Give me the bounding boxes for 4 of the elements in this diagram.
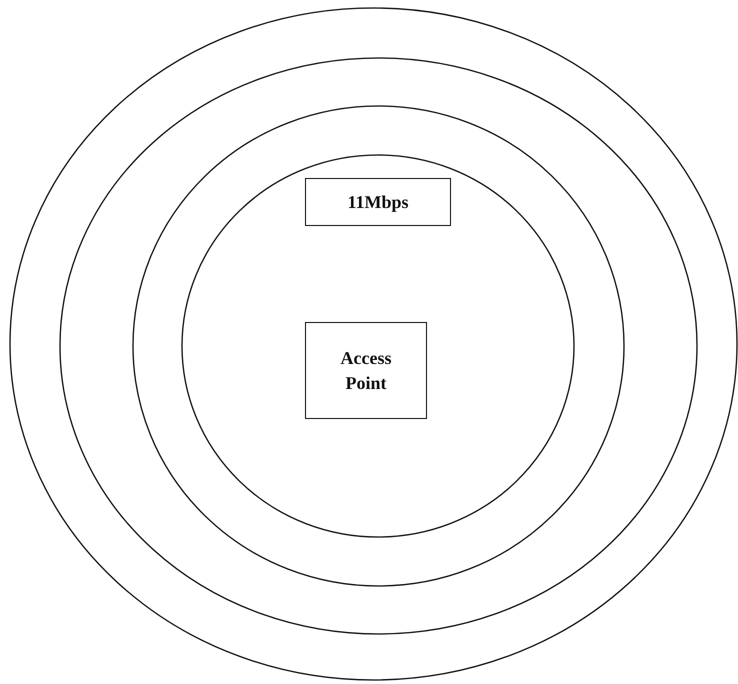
label-box [305, 322, 427, 419]
box-label: Access Point [340, 347, 392, 394]
label-box [305, 178, 451, 226]
box-label: 11Mbps [347, 190, 409, 214]
